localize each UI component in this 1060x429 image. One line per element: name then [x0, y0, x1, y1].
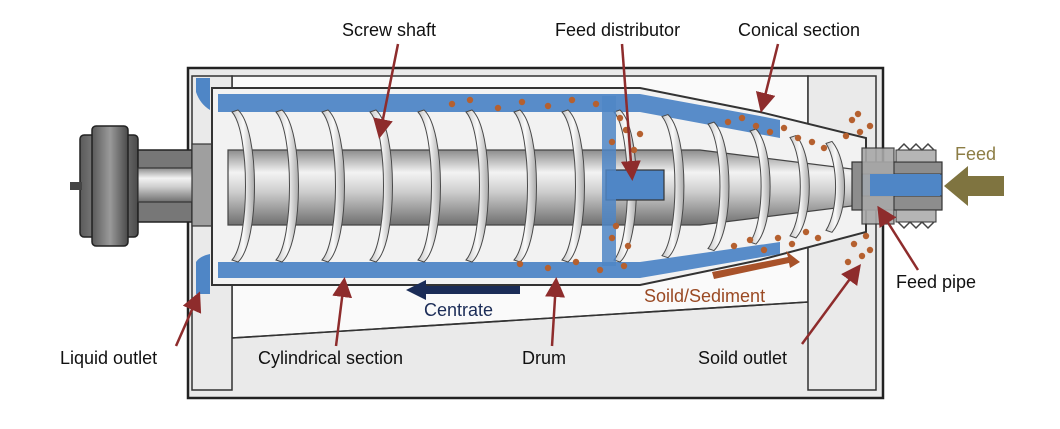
solid-particle: [854, 110, 862, 118]
screw-flight: [749, 128, 771, 245]
solid-particle: [752, 122, 760, 130]
screw-flight: [561, 109, 585, 263]
feed-arrow: [944, 166, 1004, 206]
solid-particle: [774, 234, 782, 242]
sediment-arrow: [712, 251, 800, 279]
solid-particle: [858, 252, 866, 260]
screw-flight: [465, 109, 489, 263]
screw-flight: [275, 109, 299, 263]
label-feed-pipe: Feed pipe: [896, 272, 977, 292]
solid-particle: [808, 138, 816, 146]
screw-flight: [661, 114, 685, 259]
solid-particle: [608, 234, 616, 242]
solid-particle: [596, 266, 604, 274]
solid-particle: [624, 242, 632, 250]
solid-particle: [820, 144, 828, 152]
label-soil-sediment: Soild/Sediment: [644, 286, 766, 306]
label-cylindrical-section: Cylindrical section: [258, 348, 404, 368]
solid-particle: [518, 98, 526, 106]
solid-particle: [746, 236, 754, 244]
screw-flights: [231, 109, 845, 263]
feed-pipe: [851, 142, 943, 230]
solid-particle: [466, 96, 474, 104]
solid-particle: [612, 222, 620, 230]
screw-flight: [321, 109, 345, 263]
solid-particle: [850, 240, 858, 248]
solid-particle: [766, 128, 774, 136]
solid-particle: [620, 262, 628, 270]
label-centrate: Centrate: [424, 300, 494, 320]
solid-particle: [794, 134, 802, 142]
solid-particle: [608, 138, 616, 146]
solids-particles: [448, 96, 874, 274]
solid-particle: [866, 122, 874, 130]
screw-flight: [825, 140, 845, 233]
solid-particle: [862, 232, 870, 240]
solid-particle: [630, 146, 638, 154]
solid-particle: [856, 128, 864, 136]
solid-particle: [544, 102, 552, 110]
solid-particle: [814, 234, 822, 242]
solid-particle: [448, 100, 456, 108]
solid-particle: [494, 104, 502, 112]
solid-particle: [848, 116, 856, 124]
solid-particle: [636, 130, 644, 138]
screw-flight: [789, 134, 810, 239]
solid-particle: [592, 100, 600, 108]
label-conical-section: Conical section: [738, 20, 861, 40]
leader-lines: [174, 43, 920, 347]
solid-particle: [568, 96, 576, 104]
solid-particle: [544, 264, 552, 272]
solid-particle: [842, 132, 850, 140]
solid-particle: [788, 240, 796, 248]
label-liquid-outlet: Liquid outlet: [60, 348, 158, 368]
label-screw-shaft: Screw shaft: [342, 20, 437, 40]
solid-particle: [724, 118, 732, 126]
label-feed: Feed: [955, 144, 997, 164]
screw-flight: [369, 109, 393, 263]
feed-distributor-chamber: [602, 96, 665, 266]
solid-particle: [760, 246, 768, 254]
label-drum: Drum: [522, 348, 566, 368]
solid-particle: [844, 258, 852, 266]
screw-flight: [417, 109, 441, 263]
screw-flight: [513, 109, 537, 263]
solid-particle: [738, 114, 746, 122]
solid-particle: [516, 260, 524, 268]
solid-particle: [802, 228, 810, 236]
centrate-arrow: [406, 280, 520, 300]
screw-flight: [707, 121, 730, 252]
label-soil-outlet: Soild outlet: [698, 348, 788, 368]
solid-particle: [780, 124, 788, 132]
solid-particle: [616, 114, 624, 122]
solid-particle: [730, 242, 738, 250]
screw-flight: [231, 109, 255, 263]
label-feed-distributor: Feed distributor: [555, 20, 681, 40]
solid-particle: [866, 246, 874, 254]
solid-particle: [572, 258, 580, 266]
